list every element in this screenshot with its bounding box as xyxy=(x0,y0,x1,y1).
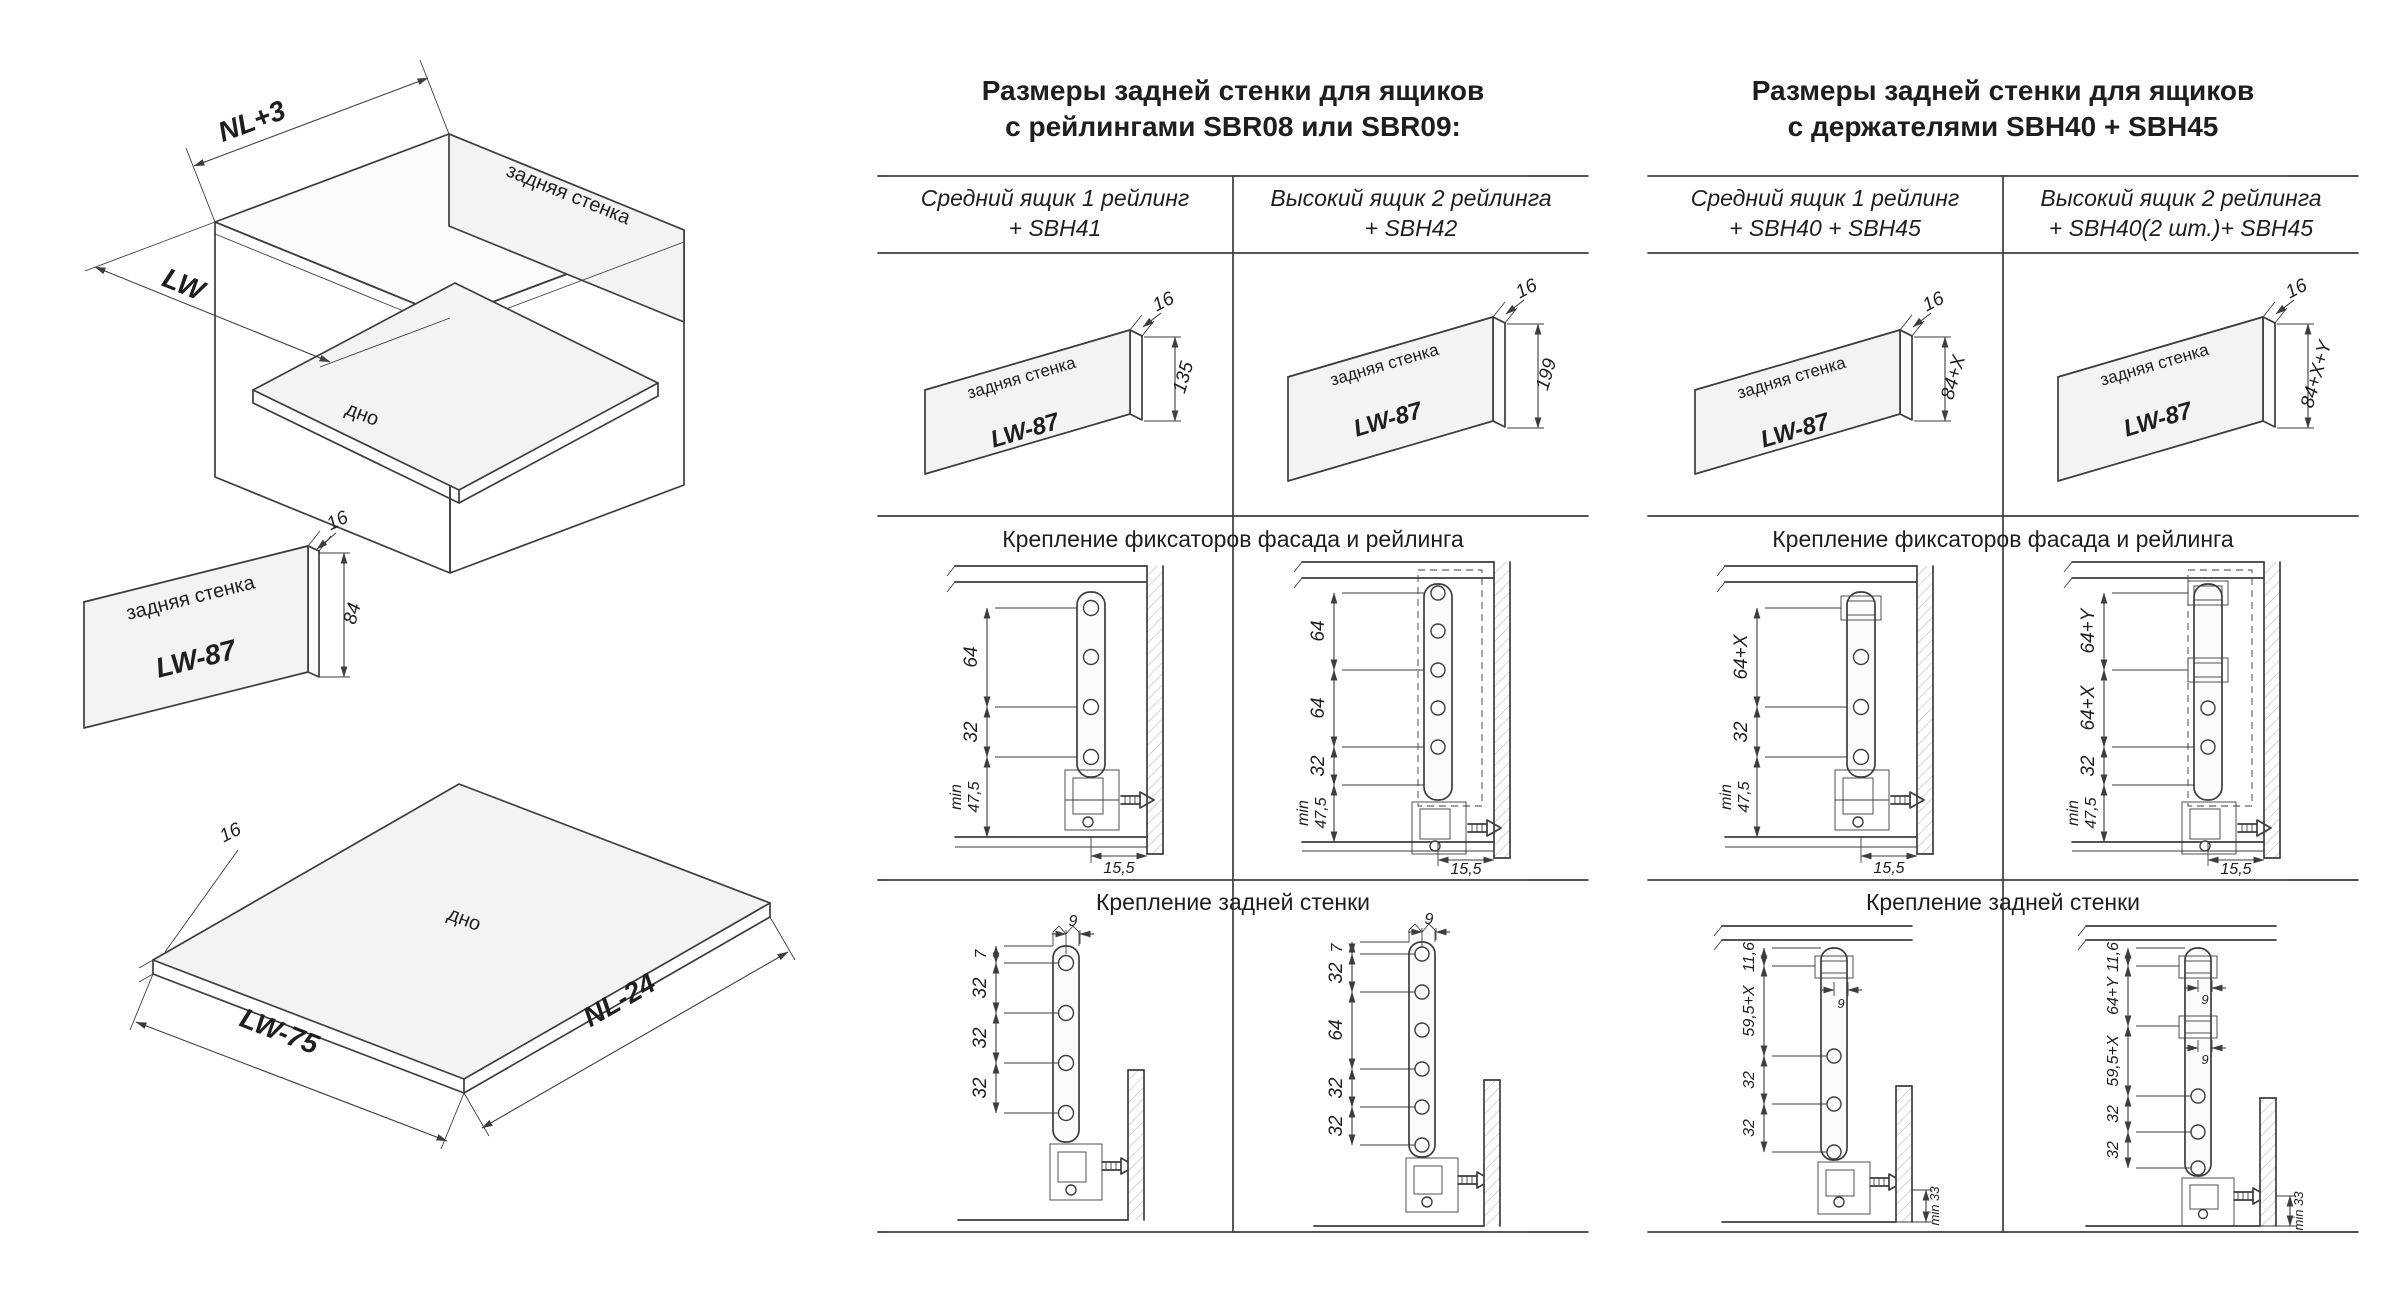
back-dim-32a: 32 xyxy=(1326,962,1347,984)
back-dim-64: 64 xyxy=(1326,1019,1347,1040)
mount-dim-min: min xyxy=(1295,800,1312,826)
mount-dim-min-value: 47,5 xyxy=(2083,797,2100,828)
panel-height-label: 84+X xyxy=(1937,352,1970,402)
back-dim-min33: min 33 xyxy=(1927,1186,1942,1226)
sbr-mount-drawing-high: 64 64 32 min 47,5 15,5 xyxy=(1293,561,1511,878)
sbr-col2-header-line1: Высокий ящик 2 рейлинга xyxy=(1270,185,1551,211)
sbr-back-title: Крепление задней стенки xyxy=(1096,889,1370,915)
back-dim-7: 7 xyxy=(1329,942,1346,952)
back-dim-7: 7 xyxy=(973,948,990,958)
sbh-panel-drawing-high: задняя стенка LW-87 16 84+X+Y xyxy=(2057,275,2337,482)
sbr-panel-drawing-high: задняя стенка LW-87 16 199 xyxy=(1287,275,1561,482)
sbr-col1-header-line1: Средний ящик 1 рейлинг xyxy=(921,185,1190,211)
iso-drawer-box: задняя стенка дно xyxy=(214,133,685,574)
mount-dim-64: 64 xyxy=(961,646,982,667)
mount-dim-min: min xyxy=(948,784,965,810)
back-dim-9-lower: 9 xyxy=(2201,1052,2208,1067)
mount-dim-64x: 64+X xyxy=(1731,633,1752,679)
mount-dim-offset: 15,5 xyxy=(2220,861,2251,878)
sbh-col2-header-line2: + SBH40(2 шт.)+ SBH45 xyxy=(2049,215,2313,241)
back-dim-32b: 32 xyxy=(1741,1119,1758,1137)
sbr-col2-header-line2: + SBH42 xyxy=(1365,215,1458,241)
sbh-title-line2: с держателями SBH40 + SBH45 xyxy=(1788,111,2219,142)
back-dim-32b: 32 xyxy=(1326,1077,1347,1099)
sbh-back-title: Крепление задней стенки xyxy=(1866,889,2140,915)
iso-bottom-thickness-label: 16 xyxy=(216,819,245,848)
back-dim-32b: 32 xyxy=(2105,1141,2122,1159)
section-sbh: Размеры задней стенки для ящиков с держа… xyxy=(1647,75,2359,1233)
sbr-back-mount-high: 9 7 32 64 32 32 xyxy=(1313,911,1501,1227)
sbh-panel-drawing-medium: задняя стенка LW-87 16 84+X xyxy=(1694,288,1970,475)
mount-dim-64-upper: 64 xyxy=(1308,620,1329,641)
back-dim-32c: 32 xyxy=(1326,1115,1347,1137)
mount-dim-offset: 15,5 xyxy=(1103,860,1134,877)
sbr-mount-title: Крепление фиксаторов фасада и рейлинга xyxy=(1002,526,1464,552)
mount-dim-32: 32 xyxy=(1308,755,1329,777)
iso-bottom-panel: дно 16 LW-75 NL-24 xyxy=(129,783,796,1150)
back-dim-11-6: 11,6 xyxy=(2105,942,2122,972)
mount-dim-32: 32 xyxy=(961,721,982,743)
mount-dim-min-value: 47,5 xyxy=(1736,781,1753,812)
back-dim-59-5x: 59,5+X xyxy=(2105,1034,2122,1086)
sbh-mount-drawing-medium: 64+X 32 min 47,5 15,5 xyxy=(1716,565,1934,877)
back-dim-32a: 32 xyxy=(2105,1105,2122,1123)
sbh-back-mount-high: 9 9 11,6 64+Y 59,5+X 32 32 xyxy=(2077,925,2306,1231)
iso-dim-nl3-label: NL+3 xyxy=(214,94,290,148)
panel-thickness-label: 16 xyxy=(1919,288,1948,317)
sbh-col2-header-line1: Высокий ящик 2 рейлинга xyxy=(2040,185,2321,211)
back-dim-9-upper: 9 xyxy=(2201,992,2208,1007)
sbr-col1-header-line2: + SBH41 xyxy=(1009,215,1102,241)
panel-thickness-label: 16 xyxy=(1149,288,1178,317)
sbh-mount-title: Крепление фиксаторов фасада и рейлинга xyxy=(1772,526,2234,552)
back-dim-32c: 32 xyxy=(970,1077,991,1099)
mount-dim-64y: 64+Y xyxy=(2078,607,2099,653)
panel-height-label: 84+X+Y xyxy=(2297,337,2336,410)
mount-dim-offset: 15,5 xyxy=(1873,860,1904,877)
sbh-mount-drawing-high: 64+Y 64+X 32 min 47,5 15,5 xyxy=(2063,561,2281,878)
panel-height-label: 199 xyxy=(1532,356,1561,393)
mount-dim-32: 32 xyxy=(1731,721,1752,743)
mount-dim-offset: 15,5 xyxy=(1450,861,1481,878)
back-dim-min33: min 33 xyxy=(2291,1191,2306,1231)
mount-dim-64-lower: 64 xyxy=(1308,697,1329,718)
mount-dim-64x: 64+X xyxy=(2078,684,2099,730)
back-dim-9: 9 xyxy=(1837,996,1844,1011)
sbr-title-line1: Размеры задней стенки для ящиков xyxy=(982,75,1484,106)
mount-dim-min-value: 47,5 xyxy=(1313,797,1330,828)
back-dim-64y: 64+Y xyxy=(2105,976,2122,1015)
mount-dim-min: min xyxy=(1718,784,1735,810)
sbr-mount-drawing-medium: 64 32 min 47,5 15,5 xyxy=(946,565,1164,877)
panel-thickness-label: 16 xyxy=(2282,275,2311,304)
back-dim-32a: 32 xyxy=(1741,1071,1758,1089)
iso-dim-lw-label: LW xyxy=(158,262,211,307)
mount-dim-32: 32 xyxy=(2078,755,2099,777)
sbr-title-line2: с рейлингами SBR08 или SBR09: xyxy=(1005,111,1461,142)
sbr-back-mount-medium: 9 7 32 32 32 xyxy=(957,913,1145,1221)
sbh-col1-header-line1: Средний ящик 1 рейлинг xyxy=(1691,185,1960,211)
section-sbr: Размеры задней стенки для ящиков с рейли… xyxy=(877,75,1589,1233)
back-dim-9: 9 xyxy=(1069,913,1078,930)
back-dim-11-6: 11,6 xyxy=(1741,942,1758,972)
sbh-col1-header-line2: + SBH40 + SBH45 xyxy=(1729,215,1921,241)
iso-exploded-view: задняя стенка дно NL+3 LW задняя стенка … xyxy=(83,59,796,1150)
sbh-back-mount-medium: 9 11,6 59,5+X 32 32 xyxy=(1713,925,1942,1226)
iso-back-panel: задняя стенка LW-87 16 84 xyxy=(83,507,366,729)
iso-back-panel-height-label: 84 xyxy=(340,601,366,627)
sbr-panel-drawing-medium: задняя стенка LW-87 16 135 xyxy=(924,288,1198,475)
panel-height-label: 135 xyxy=(1169,359,1198,396)
back-dim-32a: 32 xyxy=(970,977,991,999)
mount-dim-min-value: 47,5 xyxy=(966,781,983,812)
back-dim-32b: 32 xyxy=(970,1027,991,1049)
back-dim-9: 9 xyxy=(1425,911,1434,928)
back-dim-59-5x: 59,5+X xyxy=(1741,984,1758,1036)
mount-dim-min: min xyxy=(2065,800,2082,826)
sbh-title-line1: Размеры задней стенки для ящиков xyxy=(1752,75,2254,106)
panel-thickness-label: 16 xyxy=(1512,275,1541,304)
